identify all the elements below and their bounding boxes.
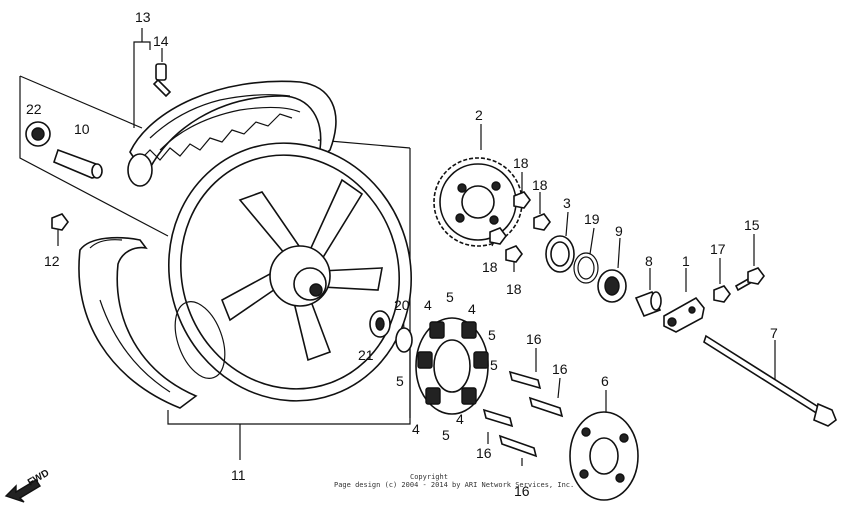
callout-4a: 4 (424, 297, 432, 313)
callout-1: 1 (682, 253, 690, 269)
valve-nut-12 (51, 213, 69, 231)
callout-19: 19 (584, 211, 600, 227)
callout-3: 3 (563, 195, 571, 211)
nut-17 (713, 285, 731, 303)
callout-18b: 18 (532, 177, 548, 193)
callout-8: 8 (645, 253, 653, 269)
collar-20 (395, 327, 413, 353)
copyright-line2: Page design (c) 2004 - 2014 by ARI Netwo… (334, 481, 574, 489)
sprocket-nut-18c (489, 227, 507, 245)
collar-3 (545, 235, 575, 273)
stud-16d (498, 434, 538, 458)
callout-21: 21 (358, 347, 374, 363)
callout-5e: 5 (442, 427, 450, 443)
callout-18a: 18 (513, 155, 529, 171)
tire (127, 80, 337, 187)
copyright-line1: Copyright (410, 473, 448, 481)
fwd-arrow (4, 479, 41, 503)
callout-4d: 4 (412, 421, 420, 437)
sprocket-nut-18a (513, 191, 531, 209)
sprocket-nut-18b (533, 213, 551, 231)
callout-16b: 16 (552, 361, 568, 377)
circlip-19 (573, 252, 599, 284)
stud-16b (528, 396, 564, 418)
callout-20: 20 (394, 297, 410, 313)
callout-5a: 5 (446, 289, 454, 305)
callout-4b: 4 (468, 301, 476, 317)
callout-labels: 13 14 22 10 12 2 18 18 18 18 3 19 9 8 1 … (26, 9, 778, 499)
stud-16c (482, 408, 514, 428)
callout-9: 9 (615, 223, 623, 239)
callout-16a: 16 (526, 331, 542, 347)
sprocket-2 (433, 157, 523, 247)
callout-16d: 16 (514, 483, 530, 499)
stud-16a (508, 370, 542, 390)
callout-11: 11 (231, 467, 246, 483)
bearing-22 (25, 121, 51, 147)
bearing-21 (369, 310, 391, 338)
callout-6: 6 (601, 373, 609, 389)
callout-15: 15 (744, 217, 760, 233)
callout-4c: 4 (456, 411, 464, 427)
sprocket-nut-18d (505, 245, 523, 263)
callout-14: 14 (153, 33, 169, 49)
rim-band (78, 236, 198, 409)
callout-16c: 16 (476, 445, 492, 461)
callout-17: 17 (710, 241, 726, 257)
bolt-15 (734, 267, 765, 292)
callout-18c: 18 (482, 259, 498, 275)
callout-10: 10 (74, 121, 90, 137)
callout-12: 12 (44, 253, 60, 269)
collar-8 (634, 290, 662, 318)
callout-5c: 5 (490, 357, 498, 373)
callout-5b: 5 (488, 327, 496, 343)
damper-assembly (415, 317, 489, 415)
callout-18d: 18 (506, 281, 522, 297)
seal-9 (597, 269, 627, 303)
callout-13: 13 (135, 9, 151, 25)
axle-7 (703, 334, 837, 427)
callout-2: 2 (475, 107, 483, 123)
cast-wheel (167, 142, 413, 402)
spacer-10 (53, 148, 103, 179)
hub-plate-6 (569, 411, 639, 501)
chain-adjuster-1 (663, 296, 705, 333)
callout-7: 7 (770, 325, 778, 341)
valve-stem (152, 63, 172, 98)
callout-5d: 5 (396, 373, 404, 389)
callout-22: 22 (26, 101, 42, 117)
